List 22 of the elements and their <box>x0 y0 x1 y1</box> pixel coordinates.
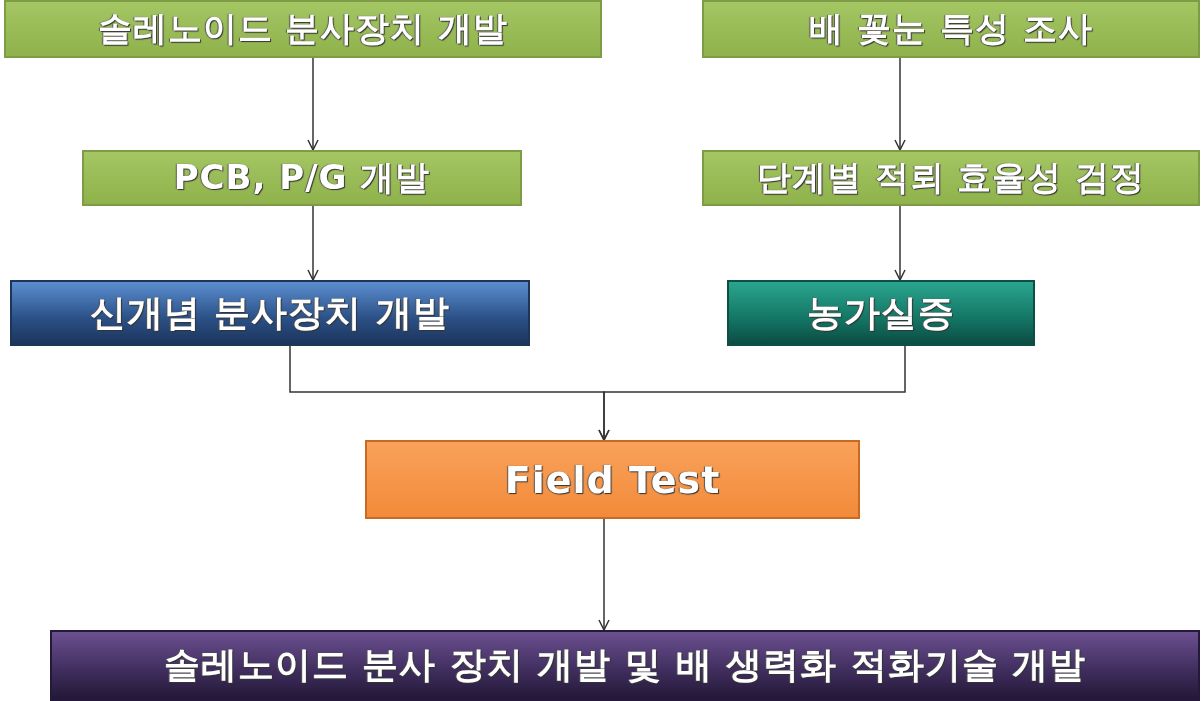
process-box <box>727 280 1035 346</box>
box-label: 농가실증 <box>807 290 955 335</box>
box-label: 솔레노이드 분사장치 개발 <box>97 7 509 50</box>
process-box <box>365 440 860 519</box>
box-label: 배 꽃눈 특성 조사 <box>809 7 1093 50</box>
box-label: 신개념 분사장치 개발 <box>89 290 451 335</box>
box-label: 단계별 적뢰 효율성 검정 <box>756 156 1146 199</box>
process-box <box>702 150 1200 206</box>
arrow <box>307 205 319 281</box>
process-box <box>10 280 530 346</box>
process-box <box>82 150 522 206</box>
arrow <box>307 57 319 151</box>
process-box <box>50 630 1200 701</box>
arrow <box>598 518 610 631</box>
box-label: Field Test <box>504 457 721 502</box>
arrow <box>894 57 906 151</box>
box-label: 솔레노이드 분사 장치 개발 및 배 생력화 적화기술 개발 <box>163 643 1087 687</box>
process-box <box>4 0 602 58</box>
box-label: PCB, P/G 개발 <box>173 156 431 199</box>
arrow <box>598 345 906 441</box>
process-box <box>702 0 1200 58</box>
arrow <box>894 205 906 281</box>
